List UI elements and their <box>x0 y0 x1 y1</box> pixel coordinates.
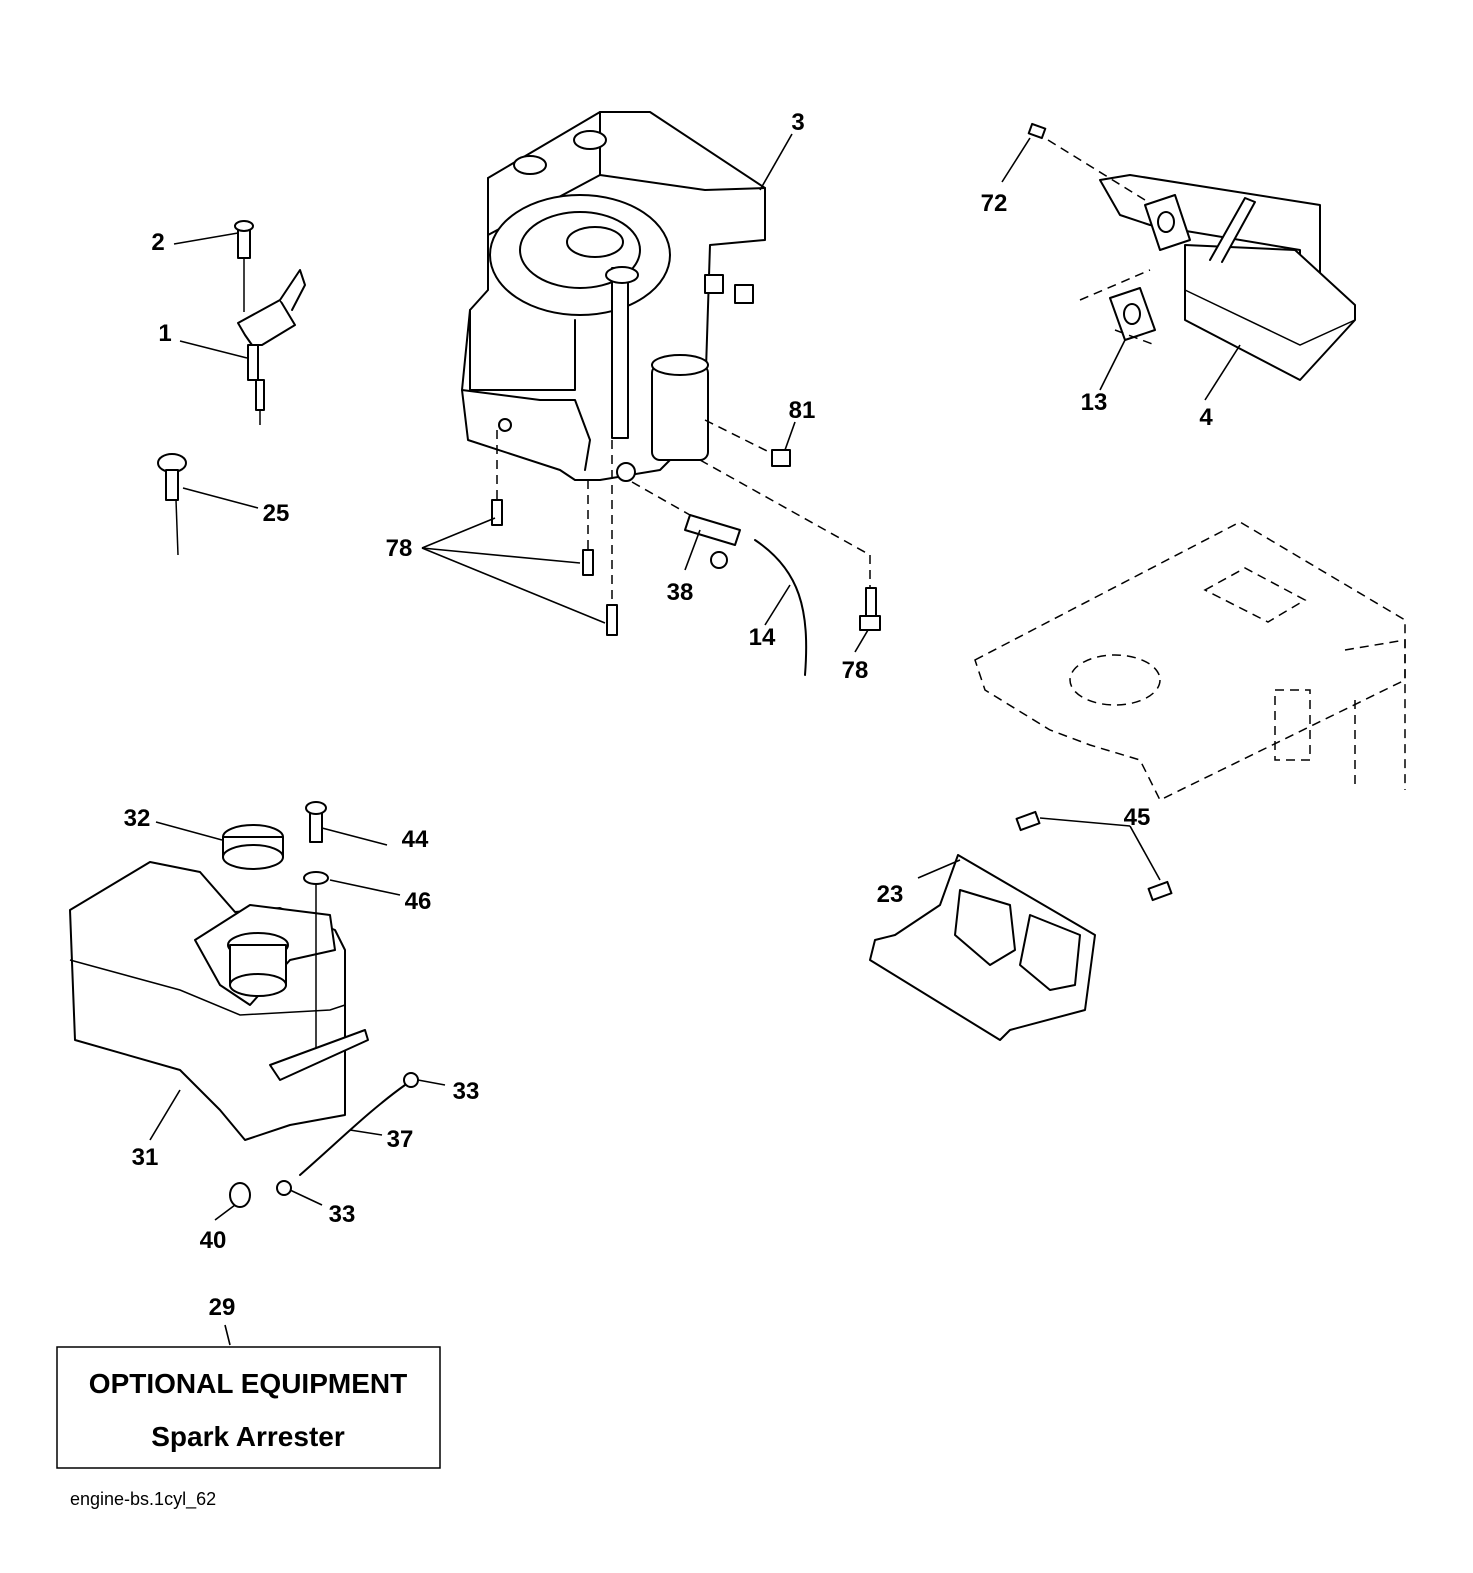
part-label-38: 38 <box>667 579 694 606</box>
part-label-81: 81 <box>789 397 816 424</box>
part-label-44: 44 <box>402 826 429 853</box>
optional-equipment-title: OPTIONAL EQUIPMENT <box>89 1368 407 1399</box>
optional-equipment-box: OPTIONAL EQUIPMENT Spark Arrester <box>56 1346 441 1469</box>
part-label-78-right: 78 <box>842 657 869 684</box>
diagram-reference-code: engine-bs.1cyl_62 <box>70 1489 216 1510</box>
part-label-32: 32 <box>124 805 151 832</box>
part-label-13: 13 <box>1081 389 1108 416</box>
part-label-14: 14 <box>749 624 776 651</box>
throttle-control-drawing <box>234 220 306 425</box>
part-label-31: 31 <box>132 1144 159 1171</box>
optional-equipment-item: Spark Arrester <box>151 1421 345 1452</box>
part-label-2: 2 <box>151 229 164 256</box>
part-label-25: 25 <box>263 500 290 527</box>
muffler-drawing <box>1027 122 1356 381</box>
fuel-line-drawing <box>491 419 881 676</box>
leader-lines <box>149 133 1241 1346</box>
part-label-1: 1 <box>158 320 171 347</box>
part-label-23: 23 <box>877 881 904 908</box>
engine-drawing <box>461 111 766 482</box>
fuel-tank-drawing <box>69 801 419 1208</box>
part-label-3: 3 <box>791 109 804 136</box>
part-label-33-bottom: 33 <box>329 1201 356 1228</box>
part-label-4: 4 <box>1199 404 1213 431</box>
part-label-37: 37 <box>387 1126 414 1153</box>
part-label-46: 46 <box>405 888 432 915</box>
part-label-78-left: 78 <box>386 535 413 562</box>
part-label-72: 72 <box>981 190 1008 217</box>
part-label-29: 29 <box>209 1294 236 1321</box>
part-labels: 1 2 3 4 13 14 23 25 29 31 32 33 33 37 38… <box>124 109 1214 1321</box>
part-label-40: 40 <box>200 1227 227 1254</box>
heat-shield-drawing <box>869 810 1173 1041</box>
frame-outline-drawing <box>974 521 1406 802</box>
part-label-45: 45 <box>1124 804 1151 831</box>
part-label-33-top: 33 <box>453 1078 480 1105</box>
choke-knob-drawing <box>157 453 187 556</box>
